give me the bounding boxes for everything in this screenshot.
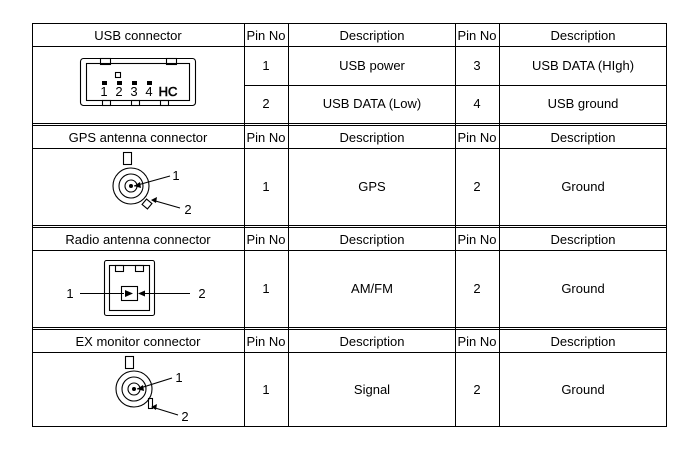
header-description: Description (339, 28, 404, 43)
header-description: Description (550, 28, 615, 43)
section-title: EX monitor connector (75, 334, 201, 349)
header-pin-no: Pin No (246, 28, 285, 43)
section-gps: GPS antenna connector Pin No Description… (69, 130, 616, 217)
section-title: Radio antenna connector (65, 232, 211, 247)
cell-description: Ground (561, 382, 604, 397)
section-ex-monitor: EX monitor connector Pin No Description … (75, 334, 615, 424)
gps-connector-diagram: 1 2 (112, 151, 192, 217)
cell-description: AM/FM (351, 281, 393, 296)
pin-label: 2 (184, 202, 191, 217)
header-pin-no: Pin No (457, 334, 496, 349)
pin-label: 1 (172, 168, 179, 183)
header-pin-no: Pin No (457, 130, 496, 145)
pin-label: 2 (198, 286, 205, 301)
section-usb: USB connector Pin No Description Pin No … (79, 28, 634, 111)
header-pin-no: Pin No (246, 130, 285, 145)
cell-description: Ground (561, 281, 604, 296)
header-pin-no: Pin No (457, 28, 496, 43)
header-pin-no: Pin No (457, 232, 496, 247)
cell-pin: 1 (262, 382, 269, 397)
section-radio: Radio antenna connector Pin No Descripti… (65, 232, 616, 317)
pin-label: 2 (115, 84, 122, 99)
pin-label: 1 (175, 370, 182, 385)
cell-description: USB DATA (Low) (323, 96, 421, 111)
cell-pin: 4 (473, 96, 480, 111)
cell-pin: 2 (473, 281, 480, 296)
pin-label: 3 (130, 84, 137, 99)
cell-pin: 1 (262, 179, 269, 194)
cell-pin: 1 (262, 58, 269, 73)
header-description: Description (550, 232, 615, 247)
connector-marking: HC (159, 84, 178, 99)
usb-connector-diagram: 1 2 3 4 HC (79, 57, 197, 107)
radio-connector-diagram: 1 2 (66, 259, 206, 317)
header-description: Description (550, 334, 615, 349)
pin-label: 1 (66, 286, 73, 301)
pin-label: 1 (100, 84, 107, 99)
cell-description: USB ground (548, 96, 619, 111)
cell-pin: 1 (262, 281, 269, 296)
header-description: Description (550, 130, 615, 145)
pin-label: 2 (181, 409, 188, 424)
cell-pin: 2 (473, 179, 480, 194)
header-description: Description (339, 334, 404, 349)
cell-description: USB power (339, 58, 405, 73)
cell-description: Signal (354, 382, 390, 397)
cell-pin: 2 (262, 96, 269, 111)
cell-description: Ground (561, 179, 604, 194)
section-title: GPS antenna connector (69, 130, 208, 145)
cell-pin: 3 (473, 58, 480, 73)
header-pin-no: Pin No (246, 232, 285, 247)
cell-description: GPS (358, 179, 386, 194)
ex-monitor-connector-diagram: 1 2 (115, 355, 189, 424)
pin-label: 4 (145, 84, 152, 99)
table-grid (32, 23, 667, 427)
header-pin-no: Pin No (246, 334, 285, 349)
cell-pin: 2 (473, 382, 480, 397)
section-title: USB connector (94, 28, 182, 43)
cell-description: USB DATA (HIgh) (532, 58, 634, 73)
header-description: Description (339, 232, 404, 247)
header-description: Description (339, 130, 404, 145)
